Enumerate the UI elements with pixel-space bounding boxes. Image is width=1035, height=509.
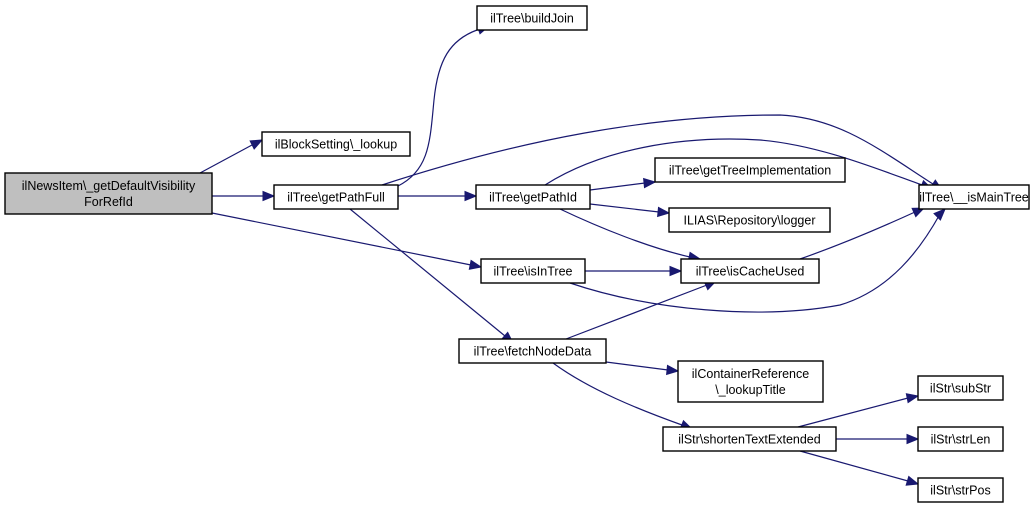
edge-isintree-to-ismaintree (569, 208, 946, 313)
node-buildjoin[interactable]: ilTree\buildJoin (476, 5, 588, 31)
node-box[interactable] (680, 258, 820, 284)
arrowhead-icon (464, 190, 478, 202)
node-box[interactable] (662, 426, 837, 452)
node-iscacheused[interactable]: ilTree\isCacheUsed (680, 258, 820, 284)
node-label: ilTree\fetchNodeData (474, 345, 592, 359)
edge-fetchnodedata-to-iscacheused (565, 280, 718, 340)
edge-line (381, 114, 934, 186)
edge-getpathid-to-logger (589, 203, 671, 218)
node-label: ilStr\shortenTextExtended (678, 433, 820, 447)
node-box[interactable] (480, 258, 586, 284)
node-substr[interactable]: ilStr\subStr (917, 375, 1004, 401)
node-label: ilStr\strLen (931, 433, 991, 447)
edge-fetchnodedata-to-lookuptitle (605, 361, 680, 376)
arrowhead-icon (911, 207, 926, 218)
edge-line (605, 361, 669, 371)
node-ismaintree[interactable]: ilTree\__isMainTree (918, 184, 1030, 210)
node-box[interactable] (677, 360, 824, 403)
node-label: ilTree\isCacheUsed (696, 265, 805, 279)
edge-shortentextextended-to-strlen (836, 433, 920, 445)
arrowhead-icon (933, 208, 946, 221)
node-label: ILIAS\Repository\logger (683, 214, 815, 228)
node-box[interactable] (668, 207, 831, 233)
edge-line (552, 362, 683, 426)
node-label: ilTree\isInTree (494, 265, 573, 279)
node-box[interactable] (917, 426, 1004, 452)
node-box[interactable] (4, 172, 213, 215)
edge-line (349, 208, 506, 337)
node-box[interactable] (918, 184, 1030, 210)
nodes-layer: ilNewsItem\_getDefaultVisibilityForRefId… (4, 5, 1030, 503)
node-getpathid[interactable]: ilTree\getPathId (475, 184, 591, 210)
node-box[interactable] (458, 338, 607, 364)
node-strpos[interactable]: ilStr\strPos (917, 477, 1004, 503)
edge-line (559, 208, 691, 258)
node-label: \_lookupTitle (715, 383, 785, 397)
node-box[interactable] (917, 375, 1004, 401)
edge-getpathid-to-gettreeimplementation (589, 177, 657, 191)
node-strlen[interactable]: ilStr\strLen (917, 426, 1004, 452)
edge-line (397, 29, 478, 187)
node-fetchnodedata[interactable]: ilTree\fetchNodeData (458, 338, 607, 364)
edge-shortentextextended-to-substr (797, 393, 920, 428)
node-label: ilStr\subStr (930, 382, 991, 396)
edge-line (569, 213, 941, 313)
edge-line (799, 450, 909, 482)
node-label: ilStr\strPos (930, 484, 990, 498)
node-blocksetting_lookup[interactable]: ilBlockSetting\_lookup (261, 131, 411, 157)
node-label: ForRefId (84, 195, 133, 209)
node-label: ilTree\getPathFull (287, 191, 385, 205)
edge-line (797, 397, 909, 428)
node-label: ilTree\buildJoin (490, 12, 574, 26)
edge-line (589, 182, 646, 191)
node-getpathfull[interactable]: ilTree\getPathFull (273, 184, 399, 210)
edge-line (589, 203, 660, 213)
node-box[interactable] (654, 157, 846, 183)
node-label: ilTree\__isMainTree (919, 191, 1029, 205)
node-lookuptitle[interactable]: ilContainerReference \_lookupTitle (677, 360, 824, 403)
arrowhead-icon (643, 177, 657, 189)
arrowhead-icon (249, 139, 264, 150)
edge-line (199, 144, 253, 174)
edge-line (799, 211, 916, 260)
node-label: ilTree\getTreeImplementation (669, 164, 831, 178)
edges-layer (199, 24, 946, 486)
edge-line (565, 284, 708, 340)
edge-iscacheused-to-ismaintree (799, 207, 926, 260)
arrowhead-icon (468, 259, 483, 270)
node-box[interactable] (475, 184, 591, 210)
node-label: ilTree\getPathId (489, 191, 577, 205)
edge-root-to-getpathfull (212, 190, 276, 202)
node-gettreeimplementation[interactable]: ilTree\getTreeImplementation (654, 157, 846, 183)
node-box[interactable] (273, 184, 399, 210)
edge-shortentextextended-to-strpos (799, 450, 920, 486)
arrowhead-icon (657, 206, 671, 218)
node-box[interactable] (261, 131, 411, 157)
node-isintree[interactable]: ilTree\isInTree (480, 258, 586, 284)
edge-root-to-blocksetting_lookup (199, 139, 264, 174)
edge-line (544, 138, 923, 186)
edge-getpathfull-to-getpathid (398, 190, 478, 202)
edge-getpathfull-to-buildjoin (397, 24, 491, 187)
arrowhead-icon (262, 190, 276, 202)
node-label: ilContainerReference (692, 367, 809, 381)
node-box[interactable] (476, 5, 588, 31)
edge-isintree-to-iscacheused (585, 265, 683, 277)
edge-root-to-isintree (211, 212, 483, 270)
arrowhead-icon (666, 364, 680, 376)
arrowhead-icon (906, 433, 920, 445)
node-shortentextextended[interactable]: ilStr\shortenTextExtended (662, 426, 837, 452)
arrowhead-icon (669, 265, 683, 277)
arrowhead-icon (905, 475, 920, 486)
node-label: ilBlockSetting\_lookup (275, 138, 397, 152)
arrowhead-icon (905, 393, 920, 404)
edge-line (211, 212, 472, 266)
node-box[interactable] (917, 477, 1004, 503)
node-label: ilNewsItem\_getDefaultVisibility (22, 179, 196, 193)
node-logger[interactable]: ILIAS\Repository\logger (668, 207, 831, 233)
